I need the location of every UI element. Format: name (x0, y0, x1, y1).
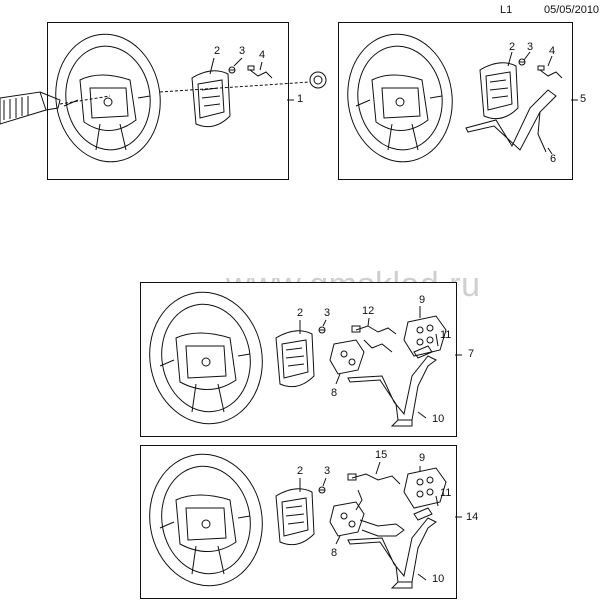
callout-label: 8 (331, 387, 338, 399)
callout-label: 3 (527, 41, 534, 53)
callout-label: 15 (375, 449, 388, 461)
callout-label: 4 (549, 45, 556, 57)
trim-cover (347, 355, 437, 427)
switch-wiring-harness (351, 325, 397, 353)
callout-label: 3 (324, 307, 331, 319)
steering-column (0, 91, 111, 125)
steering-wheel (55, 33, 161, 163)
callout-label: 1 (297, 93, 304, 105)
airbag-housing (191, 70, 231, 128)
switch-connector (413, 507, 433, 521)
callout-label: 12 (362, 305, 375, 317)
screw (318, 326, 326, 334)
callout-label: 2 (214, 45, 221, 57)
steering-wheel (347, 33, 453, 163)
callout-label: 8 (331, 547, 338, 559)
panel-basic-wheel (47, 22, 289, 180)
callout-label: 10 (432, 413, 445, 425)
callout-label: 2 (297, 307, 304, 319)
screw (518, 58, 526, 66)
switch-connector (413, 345, 433, 359)
callout-label: 14 (466, 511, 479, 523)
wiring-harness (247, 65, 273, 79)
airbag-housing (479, 62, 519, 120)
right-switch-panel (403, 467, 447, 509)
callout-label: 6 (550, 153, 557, 165)
panel-wheel-with-heated-switches (140, 445, 457, 599)
heated-wheel-harness (347, 473, 405, 537)
callout-label: 3 (324, 465, 331, 477)
diagram-date: 05/05/2010 (544, 4, 600, 16)
right-switch-panel (403, 315, 447, 357)
steering-wheel (149, 291, 263, 425)
trim-cover (465, 89, 557, 153)
screw (318, 486, 326, 494)
callout-label: 9 (419, 294, 426, 306)
screw (228, 66, 236, 74)
steering-wheel-nut (159, 71, 327, 93)
steering-wheel (149, 453, 263, 587)
callout-label: 11 (440, 487, 452, 499)
callout-label: 11 (440, 329, 452, 341)
airbag-housing (275, 330, 315, 388)
callout-label: 3 (239, 45, 246, 57)
left-switch-panel (329, 339, 365, 375)
callout-label: 5 (580, 93, 587, 105)
callout-label: 10 (432, 573, 445, 585)
callout-label: 2 (509, 41, 516, 53)
trim-cover (347, 517, 437, 589)
callout-label: 2 (297, 465, 304, 477)
callout-label: 4 (259, 49, 266, 61)
callout-label: 9 (419, 452, 426, 464)
callout-label: 7 (468, 348, 475, 360)
airbag-housing (275, 488, 315, 546)
wiring-harness (537, 65, 563, 79)
left-switch-panel (329, 501, 365, 537)
diagram-code: L1 (500, 4, 513, 16)
